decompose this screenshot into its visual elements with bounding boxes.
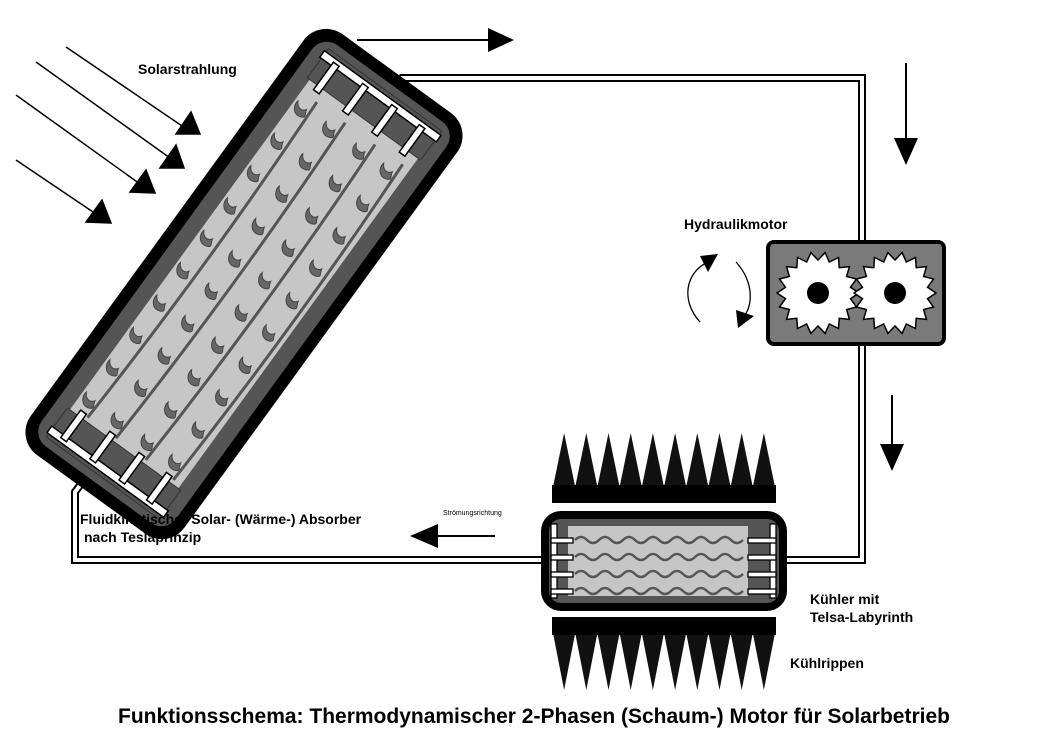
cooling-fins-bottom xyxy=(553,633,775,690)
diagram-caption: Funktionsschema: Thermodynamischer 2-Pha… xyxy=(118,705,950,728)
cooling-fin xyxy=(664,433,687,487)
cooler xyxy=(541,433,787,690)
cooling-fin xyxy=(597,633,620,690)
cooling-fin xyxy=(619,633,642,690)
cooling-fin xyxy=(641,433,664,487)
solar-radiation-label: Solarstrahlung xyxy=(138,61,237,77)
cooling-fin xyxy=(553,633,576,690)
flow-direction-label: Strömungsrichtung xyxy=(443,510,502,517)
cooling-fin xyxy=(686,633,709,690)
flow-arrow-left xyxy=(410,524,495,548)
cooling-fin xyxy=(664,633,687,690)
cooling-fin xyxy=(575,633,598,690)
gear-right xyxy=(852,251,938,335)
cooling-fin xyxy=(708,433,731,487)
flow-arrows xyxy=(357,28,918,548)
solar-radiation-arrows xyxy=(15,46,202,224)
cooling-fins-top xyxy=(553,433,775,487)
flow-arrow-down-lower xyxy=(880,395,904,471)
cooling-fin xyxy=(730,433,753,487)
hydraulic-motor xyxy=(687,240,946,346)
solar-absorber-panel xyxy=(25,28,463,540)
cooler-label-line1: Kühler mit xyxy=(810,591,880,607)
cooling-fin xyxy=(752,633,775,690)
cooling-fin xyxy=(730,633,753,690)
cooling-fin xyxy=(752,433,775,487)
cooling-fin xyxy=(575,433,598,487)
gear-left xyxy=(775,251,861,335)
flow-arrow-top-right xyxy=(357,28,514,52)
cooling-fin xyxy=(686,433,709,487)
hydraulic-motor-label: Hydraulikmotor xyxy=(684,216,788,232)
cooling-fin xyxy=(619,433,642,487)
flow-arrow-down-upper xyxy=(894,63,918,165)
cooling-fin xyxy=(553,433,576,487)
cooling-fin xyxy=(708,633,731,690)
cooling-fin xyxy=(597,433,620,487)
cooler-label-line2: Telsa-Labyrinth xyxy=(810,609,914,625)
cooling-fins-label: Kühlrippen xyxy=(790,655,864,671)
absorber-label-line2: nach Teslaprinzip xyxy=(84,529,202,545)
absorber-label-line1: Fluidkinetischer Solar- (Wärme-) Absorbe… xyxy=(80,511,362,527)
cooling-fin xyxy=(641,633,664,690)
